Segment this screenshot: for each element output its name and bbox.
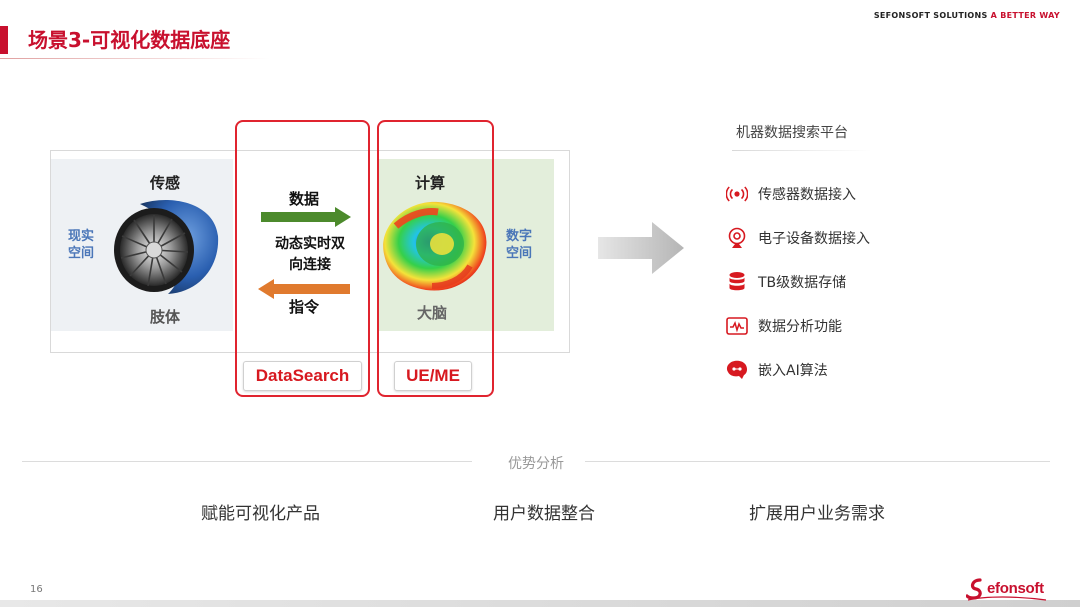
right-arrow-icon [598,222,684,274]
title-accent-bar [0,26,8,54]
ai-brain-icon [726,359,748,381]
feature-sensor-access: 传感器数据接入 [726,183,856,205]
real-space-label: 现实空间 [68,229,95,261]
waveform-icon [726,315,748,337]
advantages-title: 优势分析 [508,456,564,472]
feature-label: 数据分析功能 [758,319,842,335]
feature-tb-storage: TB级数据存储 [726,271,846,293]
advantages-divider-right [585,461,1050,462]
logo-text: efonsoft [987,580,1044,597]
platform-title: 机器数据搜索平台 [736,125,848,141]
feature-ai-algorithm: 嵌入AI算法 [726,359,828,381]
page-title: 场景3-可视化数据底座 [28,28,231,52]
data-label: 数据 [289,190,320,208]
sense-label: 传感 [150,174,181,192]
heatmap-brain-image [383,201,487,291]
body-label: 肢体 [150,308,181,326]
feature-label: 嵌入AI算法 [758,363,828,379]
feature-data-analysis: 数据分析功能 [726,315,842,337]
feature-device-access: 电子设备数据接入 [726,227,870,249]
sefonsoft-logo-icon [966,578,1047,601]
advantages-divider-left [22,461,472,462]
ue-me-tag: UE/ME [394,361,472,391]
brand-slogan: A BETTER WAY [990,11,1060,20]
platform-title-underline [732,150,872,151]
dynamic-connection-label: 动态实时双向连接 [275,236,345,273]
command-flow-arrow-icon [258,279,350,299]
feature-label: 电子设备数据接入 [758,231,870,247]
feature-label: 传感器数据接入 [758,187,856,203]
ue-me-highlight-box [377,120,494,397]
command-label: 指令 [289,298,320,316]
datasearch-tag: DataSearch [243,361,362,391]
title-divider [0,58,270,59]
feature-label: TB级数据存储 [758,275,847,291]
advantage-item: 扩展用户业务需求 [749,504,885,524]
datasearch-highlight-box [235,120,370,397]
advantage-item: 赋能可视化产品 [201,504,320,524]
broadcast-icon [726,183,748,205]
brand-tagline: SEFONSOFT SOLUTIONS A BETTER WAY [874,11,1060,20]
webcam-icon [726,227,748,249]
page-number: 16 [30,584,43,595]
advantage-item: 用户数据整合 [493,504,595,524]
digital-space-label: 数字空间 [506,229,533,261]
compute-label: 计算 [415,174,446,192]
database-icon [726,271,748,293]
brain-label: 大脑 [417,304,448,322]
data-flow-arrow-icon [261,207,351,227]
jet-engine-image [114,199,219,294]
footer-bar [0,600,1080,607]
brand-name: SEFONSOFT SOLUTIONS [873,11,988,20]
